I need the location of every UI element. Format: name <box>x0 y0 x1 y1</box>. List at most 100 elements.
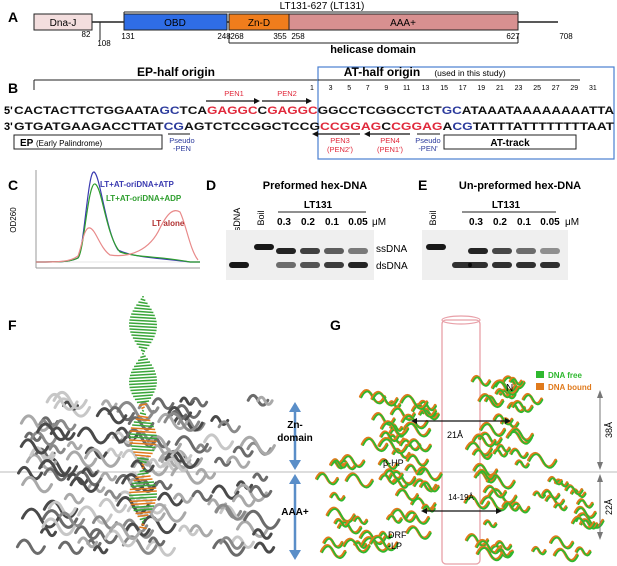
free-ribbon <box>478 394 505 409</box>
protein-ribbon <box>239 435 276 456</box>
pos-number: 5 <box>347 85 351 92</box>
pen3-arrow <box>312 131 318 137</box>
seq-segment: CACTACTTCTGGAATA <box>14 105 160 117</box>
protein-ribbon <box>17 465 44 481</box>
free-ribbon <box>380 532 393 540</box>
pen2-arrow <box>306 98 312 104</box>
protein-ribbon <box>147 458 166 469</box>
free-ribbon <box>387 515 403 524</box>
conc-label: 0.1 <box>517 217 531 228</box>
free-ribbon <box>407 455 430 467</box>
protein-ribbon <box>19 438 50 455</box>
protein-ribbon <box>76 426 110 445</box>
protein-ribbon <box>232 445 254 458</box>
protein-ribbon <box>226 455 251 469</box>
dna-base-pair <box>137 514 149 518</box>
pen4-arrow <box>364 131 370 137</box>
gel-band <box>324 262 344 268</box>
free-ribbon <box>565 485 584 496</box>
free-ribbon <box>554 549 579 563</box>
dna-base-pair <box>133 451 153 455</box>
dna-base-pair <box>136 400 150 404</box>
seq-segment: GAGGC <box>207 105 257 117</box>
free-ribbon <box>473 449 493 461</box>
at-origin-label: AT-half origin <box>344 65 420 79</box>
protein-ribbon <box>20 507 60 529</box>
dna-base-pair <box>133 478 153 482</box>
free-ribbon <box>575 507 597 520</box>
pos-number: 11 <box>403 85 410 92</box>
legend-free: DNA free <box>548 371 582 380</box>
dna-base-pair <box>129 373 157 377</box>
free-ribbon <box>466 534 490 547</box>
pos-258: 258 <box>291 32 305 41</box>
dna-base-pair <box>129 490 157 494</box>
gel-band <box>426 244 446 250</box>
dna-base-pair <box>134 364 152 368</box>
gel-band <box>468 262 488 268</box>
dist-1419-label: 14-19Å <box>448 493 474 502</box>
ssdna-label: ssDNA <box>376 244 407 255</box>
free-ribbon <box>400 439 422 452</box>
protein-ribbon <box>65 450 98 468</box>
dna-base-pair <box>129 487 157 491</box>
legend-lt-alone: LT alone <box>152 219 185 228</box>
ep-box-label: EP (Early Palindrome) <box>20 138 103 149</box>
seq-segment: CG <box>164 121 185 133</box>
protein-ribbon <box>88 528 118 545</box>
dna-base-pair <box>131 448 155 452</box>
protein-ribbon <box>190 396 209 408</box>
protein-ribbon <box>95 407 128 425</box>
free-ribbon <box>323 537 344 549</box>
pos-708: 708 <box>559 32 573 41</box>
protein-ribbon <box>77 536 99 549</box>
free-ribbon <box>379 459 399 470</box>
protein-ribbon <box>157 491 185 507</box>
protein-ribbon <box>203 433 235 451</box>
free-ribbon <box>509 428 535 442</box>
legend-bound-swatch <box>536 383 544 390</box>
dna-base-pair <box>131 313 155 317</box>
protein-ribbon <box>149 502 187 523</box>
protein-ribbon <box>52 390 88 410</box>
height-22-label: 22Å <box>604 499 614 515</box>
protein-ribbon <box>253 541 276 554</box>
protein-ribbon <box>81 467 98 478</box>
protein-ribbon <box>106 431 127 444</box>
dna-base-pair <box>128 493 158 497</box>
pos-number: 17 <box>459 85 467 92</box>
dna-base-pair <box>130 316 156 320</box>
free-ribbon <box>464 496 491 510</box>
free-ribbon <box>484 520 498 529</box>
pos-number: 21 <box>496 85 504 92</box>
free-ribbon <box>380 474 399 485</box>
domain-obd <box>123 13 228 31</box>
free-ribbon <box>378 438 409 455</box>
pos-number: 29 <box>570 85 578 92</box>
lt131-label: LT131-627 (LT131) <box>280 1 365 12</box>
protein-ribbon <box>130 459 155 473</box>
ep-box <box>13 134 163 150</box>
dna-base-pair <box>136 304 150 308</box>
protein-ribbon <box>63 492 85 505</box>
pos-number: 9 <box>384 85 388 92</box>
panel-label-g: G <box>330 317 341 333</box>
pos-131: 131 <box>121 32 135 41</box>
pos-108: 108 <box>97 39 111 48</box>
protein-ribbon <box>43 467 69 482</box>
free-ribbon <box>523 394 544 406</box>
free-ribbon <box>472 376 492 387</box>
protein-ribbon <box>74 525 101 540</box>
protein-ribbon <box>36 422 71 442</box>
dna-base-pair <box>128 379 158 383</box>
free-ribbon <box>401 395 429 411</box>
pos-248: 248 <box>217 32 231 41</box>
gel-band <box>348 262 368 268</box>
free-ribbon <box>477 547 504 562</box>
dna-base-pair <box>133 394 153 398</box>
protein-ribbon <box>154 479 173 491</box>
gel-d <box>226 230 374 280</box>
free-ribbon <box>510 378 524 386</box>
